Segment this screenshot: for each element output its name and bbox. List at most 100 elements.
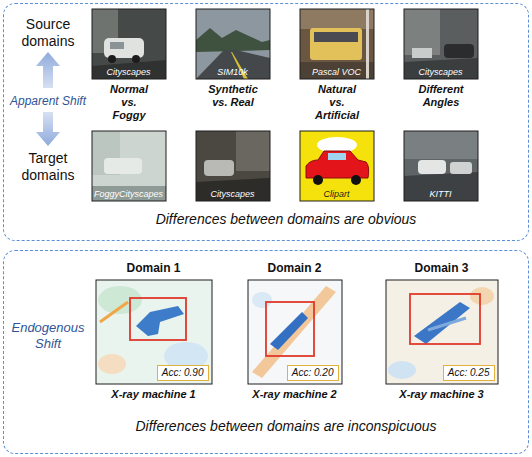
car — [104, 158, 142, 174]
dashed-panel: Differences between domains are obvious C… — [3, 3, 529, 241]
image-label: Cityscapes — [106, 67, 150, 78]
cityscapes-photo — [196, 131, 270, 201]
text-holder: Acc: 0.25 — [448, 367, 490, 379]
label-holder: Target domains — [22, 150, 76, 184]
xray-scan — [248, 280, 342, 384]
accuracy-value: Acc: 0.20 — [292, 367, 334, 379]
image-label: Cityscapes — [210, 189, 254, 200]
shift-description: Normal vs. Foggy — [110, 83, 148, 122]
car-window — [328, 153, 346, 160]
scan-blob — [98, 354, 126, 374]
bus-window — [314, 32, 358, 42]
domain-role-label: Source domains — [22, 16, 75, 50]
road — [404, 172, 478, 201]
image-label: Pascal VOC — [312, 67, 361, 78]
machine-label: X-ray machine 2 — [252, 387, 336, 401]
photo-ground — [300, 9, 374, 79]
domain-image: KITTI — [404, 131, 478, 201]
text-holder: SIM10k — [196, 67, 270, 78]
trees — [196, 28, 270, 52]
scan-blob — [252, 292, 272, 308]
text-holder: Domain 2 — [224, 261, 366, 276]
machine-label: X-ray machine 3 — [399, 387, 483, 401]
domain-image: Pascal VOC — [300, 9, 374, 79]
scanned-object — [136, 306, 184, 336]
accuracy-box: Acc: 0.25 — [443, 365, 495, 381]
car-window — [110, 42, 124, 49]
scanned-object — [414, 302, 470, 344]
photo-ground — [404, 131, 478, 201]
car — [450, 162, 472, 174]
car — [412, 48, 432, 58]
label-holder: Source domains — [22, 16, 76, 50]
xray-image: Domain 2X-ray machine 2Acc: 0.20 — [248, 280, 342, 384]
scan-frame — [96, 280, 212, 384]
image-label: FoggyCityscapes — [94, 189, 163, 200]
panel-caption: Differences between domains are obvious — [156, 211, 417, 228]
panel-caption: Differences between domains are inconspi… — [135, 418, 436, 435]
label-holder: Synthetic vs. Real — [208, 83, 259, 109]
detection-box — [410, 294, 480, 344]
photo-frame — [404, 131, 478, 201]
wheel — [351, 175, 361, 185]
wheel — [108, 55, 116, 63]
label-holder: Different Angles — [418, 83, 465, 109]
pascal-photo — [300, 9, 374, 79]
red-car — [306, 151, 369, 178]
detection-box — [266, 302, 314, 356]
photo-frame — [92, 131, 166, 201]
domain-heading: Domain 3 — [414, 261, 468, 276]
text-holder: Pascal VOC — [300, 67, 374, 78]
foggy-photo — [92, 131, 166, 201]
wheel — [132, 55, 140, 63]
sim10k-photo — [196, 9, 270, 79]
text-holder: Acc: 0.90 — [162, 367, 204, 379]
text-holder: FoggyCityscapes — [92, 189, 166, 200]
scan-blob — [98, 286, 142, 314]
bus — [310, 28, 362, 60]
cityscapes-photo — [92, 9, 166, 79]
text-holder: X-ray machine 3 — [362, 387, 522, 401]
kitti-photo — [404, 131, 478, 201]
up-arrow — [36, 52, 60, 88]
scan-ground — [386, 280, 498, 384]
ground — [300, 62, 374, 79]
domain-image: FoggyCityscapes — [92, 131, 166, 201]
text-holder: Domain 1 — [72, 261, 236, 276]
scan-frame — [386, 280, 498, 384]
shift-description: Different Angles — [418, 83, 463, 109]
label-holder: Natural vs. Artificial — [315, 83, 360, 122]
text-holder: X-ray machine 2 — [224, 387, 366, 401]
road — [404, 58, 478, 79]
domain-image: Cityscapes — [404, 9, 478, 79]
photo-ground — [92, 9, 166, 79]
image-label: Cityscapes — [418, 67, 462, 78]
road — [92, 186, 166, 201]
building — [236, 131, 270, 171]
wheel — [313, 175, 323, 185]
domain-image: Clipart — [300, 131, 374, 201]
road — [196, 50, 270, 79]
accuracy-box: Acc: 0.90 — [157, 365, 209, 381]
wall — [300, 9, 374, 29]
text-holder: Clipart — [300, 189, 374, 200]
scan-blob — [470, 287, 494, 305]
photo-frame — [196, 9, 270, 79]
image-label: KITTI — [430, 189, 452, 200]
machine-label: X-ray machine 1 — [111, 387, 195, 401]
scan-blob — [388, 361, 416, 379]
shift-description: Synthetic vs. Real — [208, 83, 258, 109]
photo-ground — [404, 9, 478, 79]
xray-image: Domain 1X-ray machine 1Acc: 0.90 — [96, 280, 212, 384]
text-holder: Acc: 0.20 — [292, 367, 334, 379]
shift-description: Natural vs. Artificial — [315, 83, 359, 122]
accuracy-value: Acc: 0.25 — [448, 367, 490, 379]
domain-heading: Domain 1 — [126, 261, 180, 276]
domain-heading: Domain 2 — [267, 261, 321, 276]
accuracy-box: Acc: 0.20 — [287, 365, 339, 381]
car — [444, 44, 474, 58]
photo-frame — [92, 9, 166, 79]
photo-ground — [92, 131, 166, 201]
scan-stroke — [100, 302, 128, 322]
